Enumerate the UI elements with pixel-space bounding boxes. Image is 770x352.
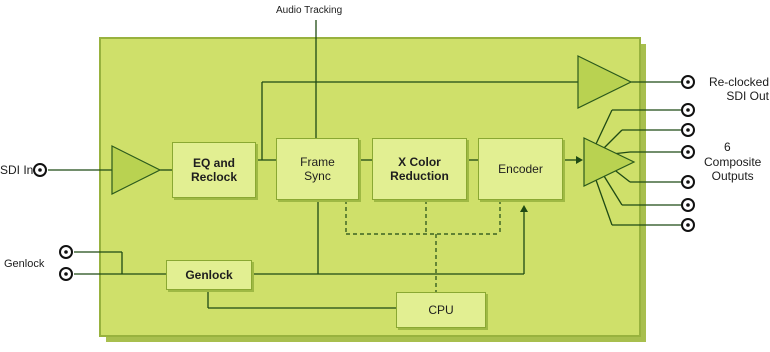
connectors	[33, 75, 695, 281]
reclocked-output-label: Re-clocked SDI Out	[708, 75, 769, 103]
eq-reclock-block: EQ and Reclock	[172, 142, 256, 198]
sdi-in-label: SDI In	[0, 163, 34, 177]
composite-outputs-label: Composite Outputs	[704, 155, 762, 183]
reclocked-output-amplifier	[577, 55, 633, 109]
signal-lines	[48, 20, 684, 309]
composite-output-amplifier	[583, 137, 636, 187]
frame-sync-label: Frame Sync	[300, 155, 335, 183]
frame-sync-block: Frame Sync	[276, 138, 359, 200]
genlock-block: Genlock	[166, 260, 252, 290]
encoder-block: Encoder	[478, 138, 563, 200]
cpu-label: CPU	[428, 303, 454, 317]
cpu-control-bus	[345, 200, 501, 292]
sdi-input-amplifier	[111, 145, 162, 195]
color-reduction-block: X Color Reduction	[372, 138, 467, 200]
composite-count-label: 6	[724, 140, 731, 154]
audio-tracking-label: Audio Tracking	[276, 5, 343, 16]
connector-pins	[38, 80, 690, 276]
encoder-label: Encoder	[498, 162, 543, 176]
genlock-input-label: Genlock	[4, 258, 45, 270]
eq-reclock-label: EQ and Reclock	[190, 156, 238, 184]
color-reduction-label: X Color Reduction	[390, 155, 449, 183]
cpu-block: CPU	[396, 292, 486, 328]
genlock-block-label: Genlock	[185, 268, 233, 282]
